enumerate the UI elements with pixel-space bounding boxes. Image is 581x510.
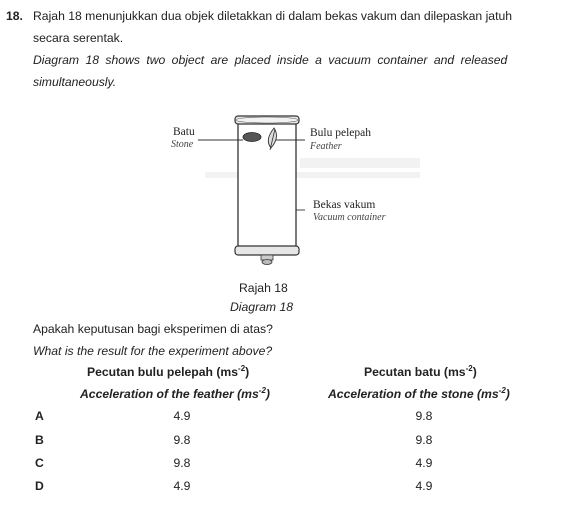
- feather: [267, 127, 277, 151]
- header-col1-en: Acceleration of the feather (ms-2): [80, 385, 270, 401]
- container-body: [237, 121, 297, 251]
- header-col2-en: Acceleration of the stone (ms-2): [328, 385, 510, 401]
- diagram-caption-en: Diagram 18: [230, 300, 293, 314]
- stone: [242, 132, 262, 142]
- stone-value: 9.8: [415, 433, 433, 447]
- label-container-en: Vacuum container: [313, 212, 386, 223]
- option-label: A: [35, 409, 44, 423]
- option-label: B: [35, 433, 44, 447]
- prompt-english: What is the result for the experiment ab…: [33, 344, 273, 358]
- question-english-line2: simultaneously.: [33, 75, 117, 89]
- vacuum-diagram: [150, 110, 430, 270]
- feather-value: 4.9: [173, 479, 191, 493]
- label-feather-ms: Bulu pelepah: [310, 127, 371, 139]
- label-stone-ms: Batu: [173, 126, 195, 138]
- feather-value: 4.9: [173, 409, 191, 423]
- header-col2-ms: Pecutan batu (ms-2): [364, 363, 477, 379]
- header-col1-ms: Pecutan bulu pelepah (ms-2): [87, 363, 250, 379]
- diagram-caption-ms: Rajah 18: [239, 281, 288, 295]
- question-number: 18.: [6, 9, 23, 23]
- answer-row[interactable]: A 4.9 9.8: [0, 409, 581, 427]
- option-label: D: [35, 479, 44, 493]
- container-bottom-cap: [234, 245, 300, 256]
- question-malay-line2: secara serentak.: [33, 31, 124, 45]
- label-feather-en: Feather: [310, 141, 342, 152]
- answer-row[interactable]: D 4.9 4.9: [0, 479, 581, 497]
- label-stone-en: Stone: [171, 139, 194, 150]
- answer-row[interactable]: C 9.8 4.9: [0, 456, 581, 474]
- label-container-ms: Bekas vakum: [313, 199, 376, 211]
- prompt-malay: Apakah keputusan bagi eksperimen di atas…: [33, 322, 273, 336]
- feather-value: 9.8: [173, 456, 191, 470]
- feather-value: 9.8: [173, 433, 191, 447]
- answer-row[interactable]: B 9.8 9.8: [0, 433, 581, 451]
- stone-value: 4.9: [415, 456, 433, 470]
- question-malay-line1: Rajah 18 menunjukkan dua objek diletakka…: [33, 9, 513, 23]
- stone-value: 9.8: [415, 409, 433, 423]
- vacuum-container-drawing: [198, 115, 420, 265]
- stone-value: 4.9: [415, 479, 433, 493]
- question-english-line1: Diagram 18 shows two object are placed i…: [33, 53, 508, 67]
- option-label: C: [35, 456, 44, 470]
